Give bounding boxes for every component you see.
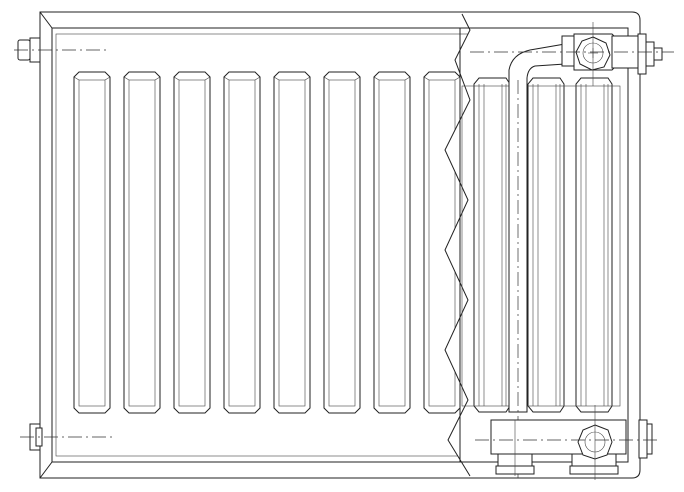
fin [323,71,361,414]
drain-plug-bottom-left [20,423,116,451]
fin [123,71,161,414]
cutaway-fin [575,77,613,413]
cutaway-fin [473,77,511,413]
thermostatic-valve-top [470,22,674,86]
rear-panel [461,85,621,407]
fin [373,71,411,414]
radiator-body [39,11,641,479]
fin [73,71,111,414]
fin [273,71,311,414]
fin [223,71,261,414]
fin [173,71,211,414]
cutaway-section [444,13,630,480]
cutaway-fin [527,77,565,413]
return-valve-bottom [475,405,660,480]
air-vent-plug-top-left [14,37,110,63]
